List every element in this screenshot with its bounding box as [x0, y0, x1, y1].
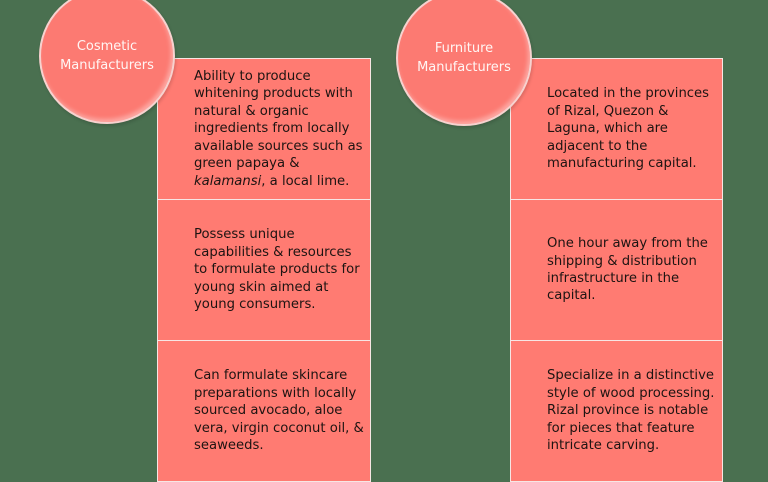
cosmetic-title-line-2: Manufacturers [60, 58, 154, 73]
cosmetic-manufacturers-title-circle: Cosmetic Manufacturers [39, 0, 175, 124]
furniture-item-2-box: One hour away from the shipping & distri… [510, 199, 723, 341]
furniture-item-3-box: Specialize in a distinctive style of woo… [510, 340, 723, 482]
cosmetic-item-3-text: Can formulate skincare preparations with… [194, 368, 364, 454]
furniture-item-3-text: Specialize in a distinctive style of woo… [547, 368, 715, 454]
furniture-title-line-2: Manufacturers [417, 60, 511, 75]
cosmetic-item-1-text: Ability to produce whitening products wi… [194, 69, 363, 189]
furniture-item-1-text: Located in the provinces of Rizal, Quezo… [547, 86, 710, 172]
furniture-manufacturers-title-circle: Furniture Manufacturers [396, 0, 532, 126]
furniture-item-1-box: Located in the provinces of Rizal, Quezo… [510, 58, 723, 200]
furniture-item-2-text: One hour away from the shipping & distri… [547, 236, 708, 304]
cosmetic-item-2-text: Possess unique capabilities & resources … [194, 227, 360, 313]
cosmetic-title-line-1: Cosmetic [76, 39, 138, 54]
kalamansi-italic: kalamansi [194, 173, 262, 189]
cosmetic-item-2-box: Possess unique capabilities & resources … [157, 199, 371, 341]
cosmetic-item-3-box: Can formulate skincare preparations with… [157, 340, 371, 482]
cosmetic-item-1-box: Ability to produce whitening products wi… [157, 58, 371, 200]
furniture-title-line-1: Furniture [434, 41, 494, 56]
